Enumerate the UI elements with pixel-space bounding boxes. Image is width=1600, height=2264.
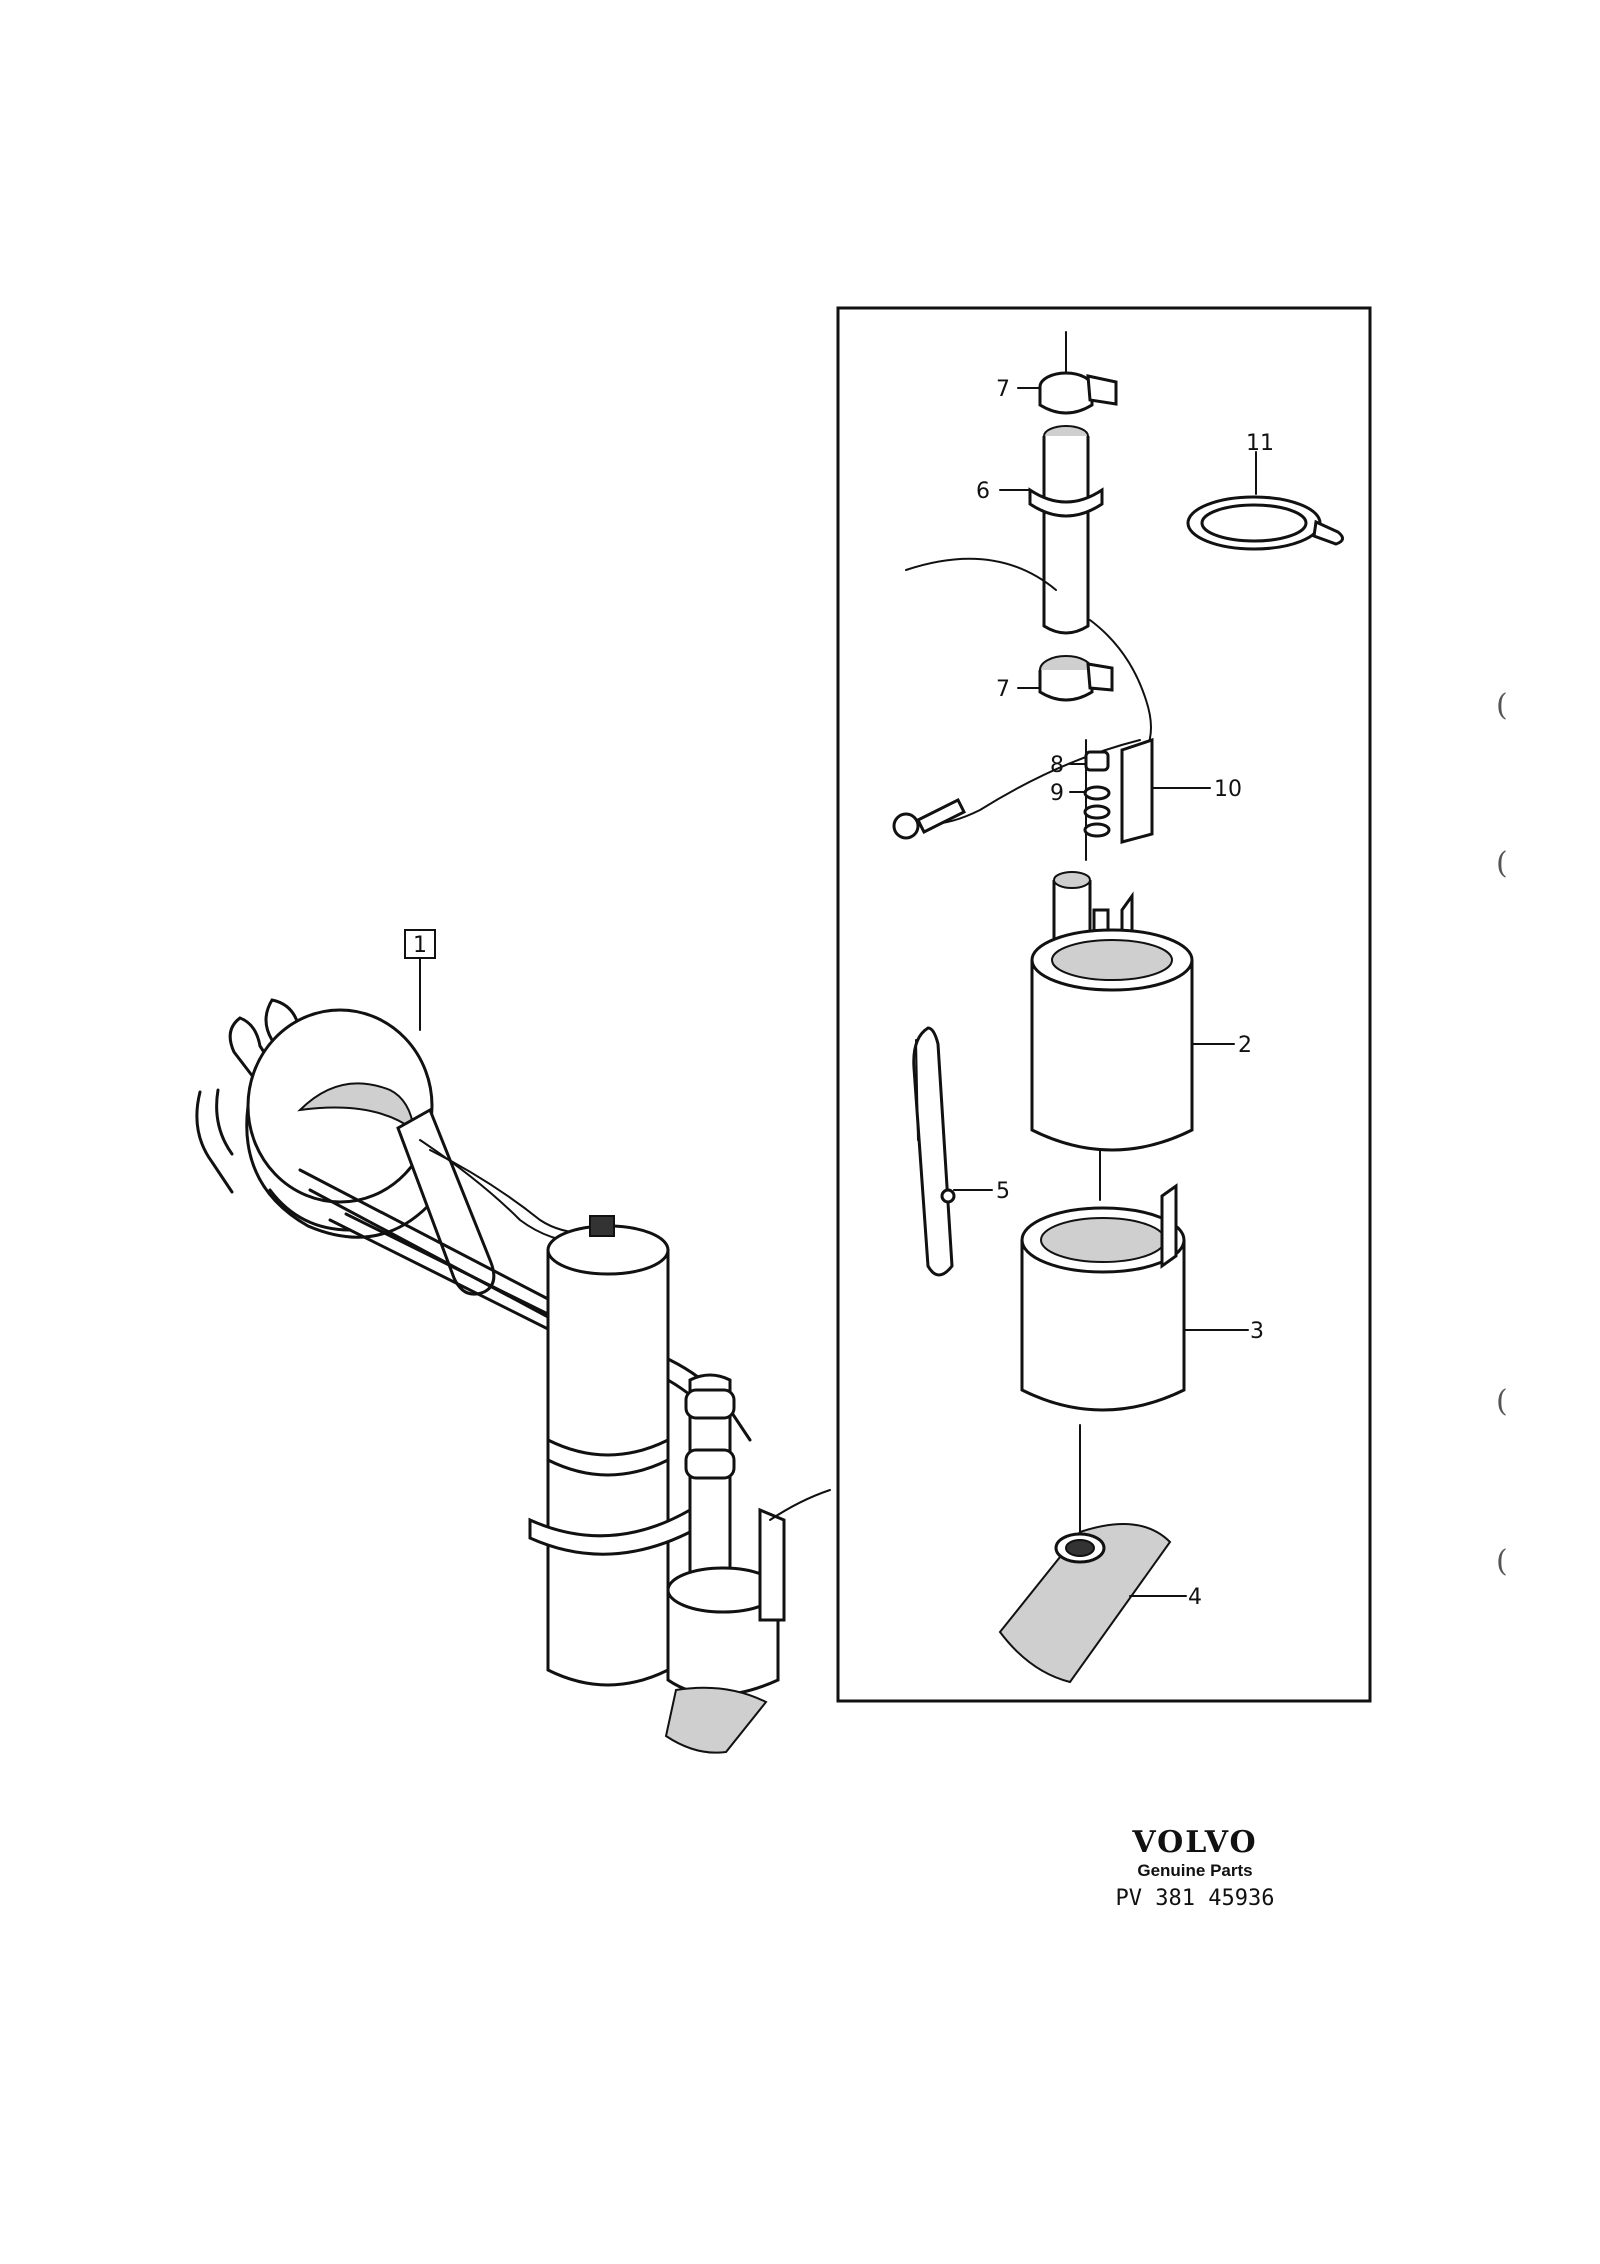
margin-mark-3: ( (1496, 1384, 1508, 1419)
part-number: PV 381 45936 (1115, 1886, 1275, 1911)
margin-mark-2: ( (1496, 846, 1508, 881)
hose-clamp-top (1038, 371, 1118, 415)
callout-3: 3 (1250, 1319, 1264, 1344)
callout-6: 6 (976, 479, 990, 504)
exploded-view-frame (836, 306, 1372, 1703)
volvo-brand-block: VOLVO Genuine Parts PV 381 45936 (1095, 1826, 1295, 1914)
hose-clamp-bottom (1038, 655, 1114, 702)
reference-box-1: 1 (404, 929, 436, 1031)
margin-mark-4: ( (1496, 1544, 1508, 1579)
callout-10: 10 (1214, 777, 1242, 802)
callout-7-bottom: 7 (996, 677, 1010, 702)
margin-mark-1: ( (1496, 688, 1508, 723)
callout-labels: 7 6 11 7 8 9 10 2 5 3 4 (976, 377, 1274, 1610)
assembled-pump-unit (195, 998, 831, 1754)
callout-7-top: 7 (996, 377, 1010, 402)
fuel-pump (1030, 871, 1194, 1152)
reference-box-label: 1 (413, 933, 427, 958)
callout-2: 2 (1238, 1033, 1252, 1058)
retaining-bracket (912, 1026, 954, 1277)
callout-leaders (953, 387, 1257, 1597)
callout-8: 8 (1050, 753, 1064, 778)
genuine-parts-tagline: Genuine Parts (1137, 1861, 1253, 1880)
callout-4: 4 (1188, 1585, 1202, 1610)
callout-5: 5 (996, 1179, 1010, 1204)
volvo-logo: VOLVO (1132, 1825, 1258, 1860)
electrical-connector (1120, 737, 1154, 844)
callout-11: 11 (1246, 431, 1274, 456)
exploded-view-parts (892, 331, 1344, 1684)
rubber-sleeve (1020, 1183, 1186, 1412)
callout-9: 9 (1050, 781, 1064, 806)
nut-and-washer (1083, 750, 1111, 838)
hose-clamp-ring (1186, 495, 1344, 551)
fuel-hose (1028, 425, 1104, 635)
fuel-strainer (998, 1523, 1172, 1684)
